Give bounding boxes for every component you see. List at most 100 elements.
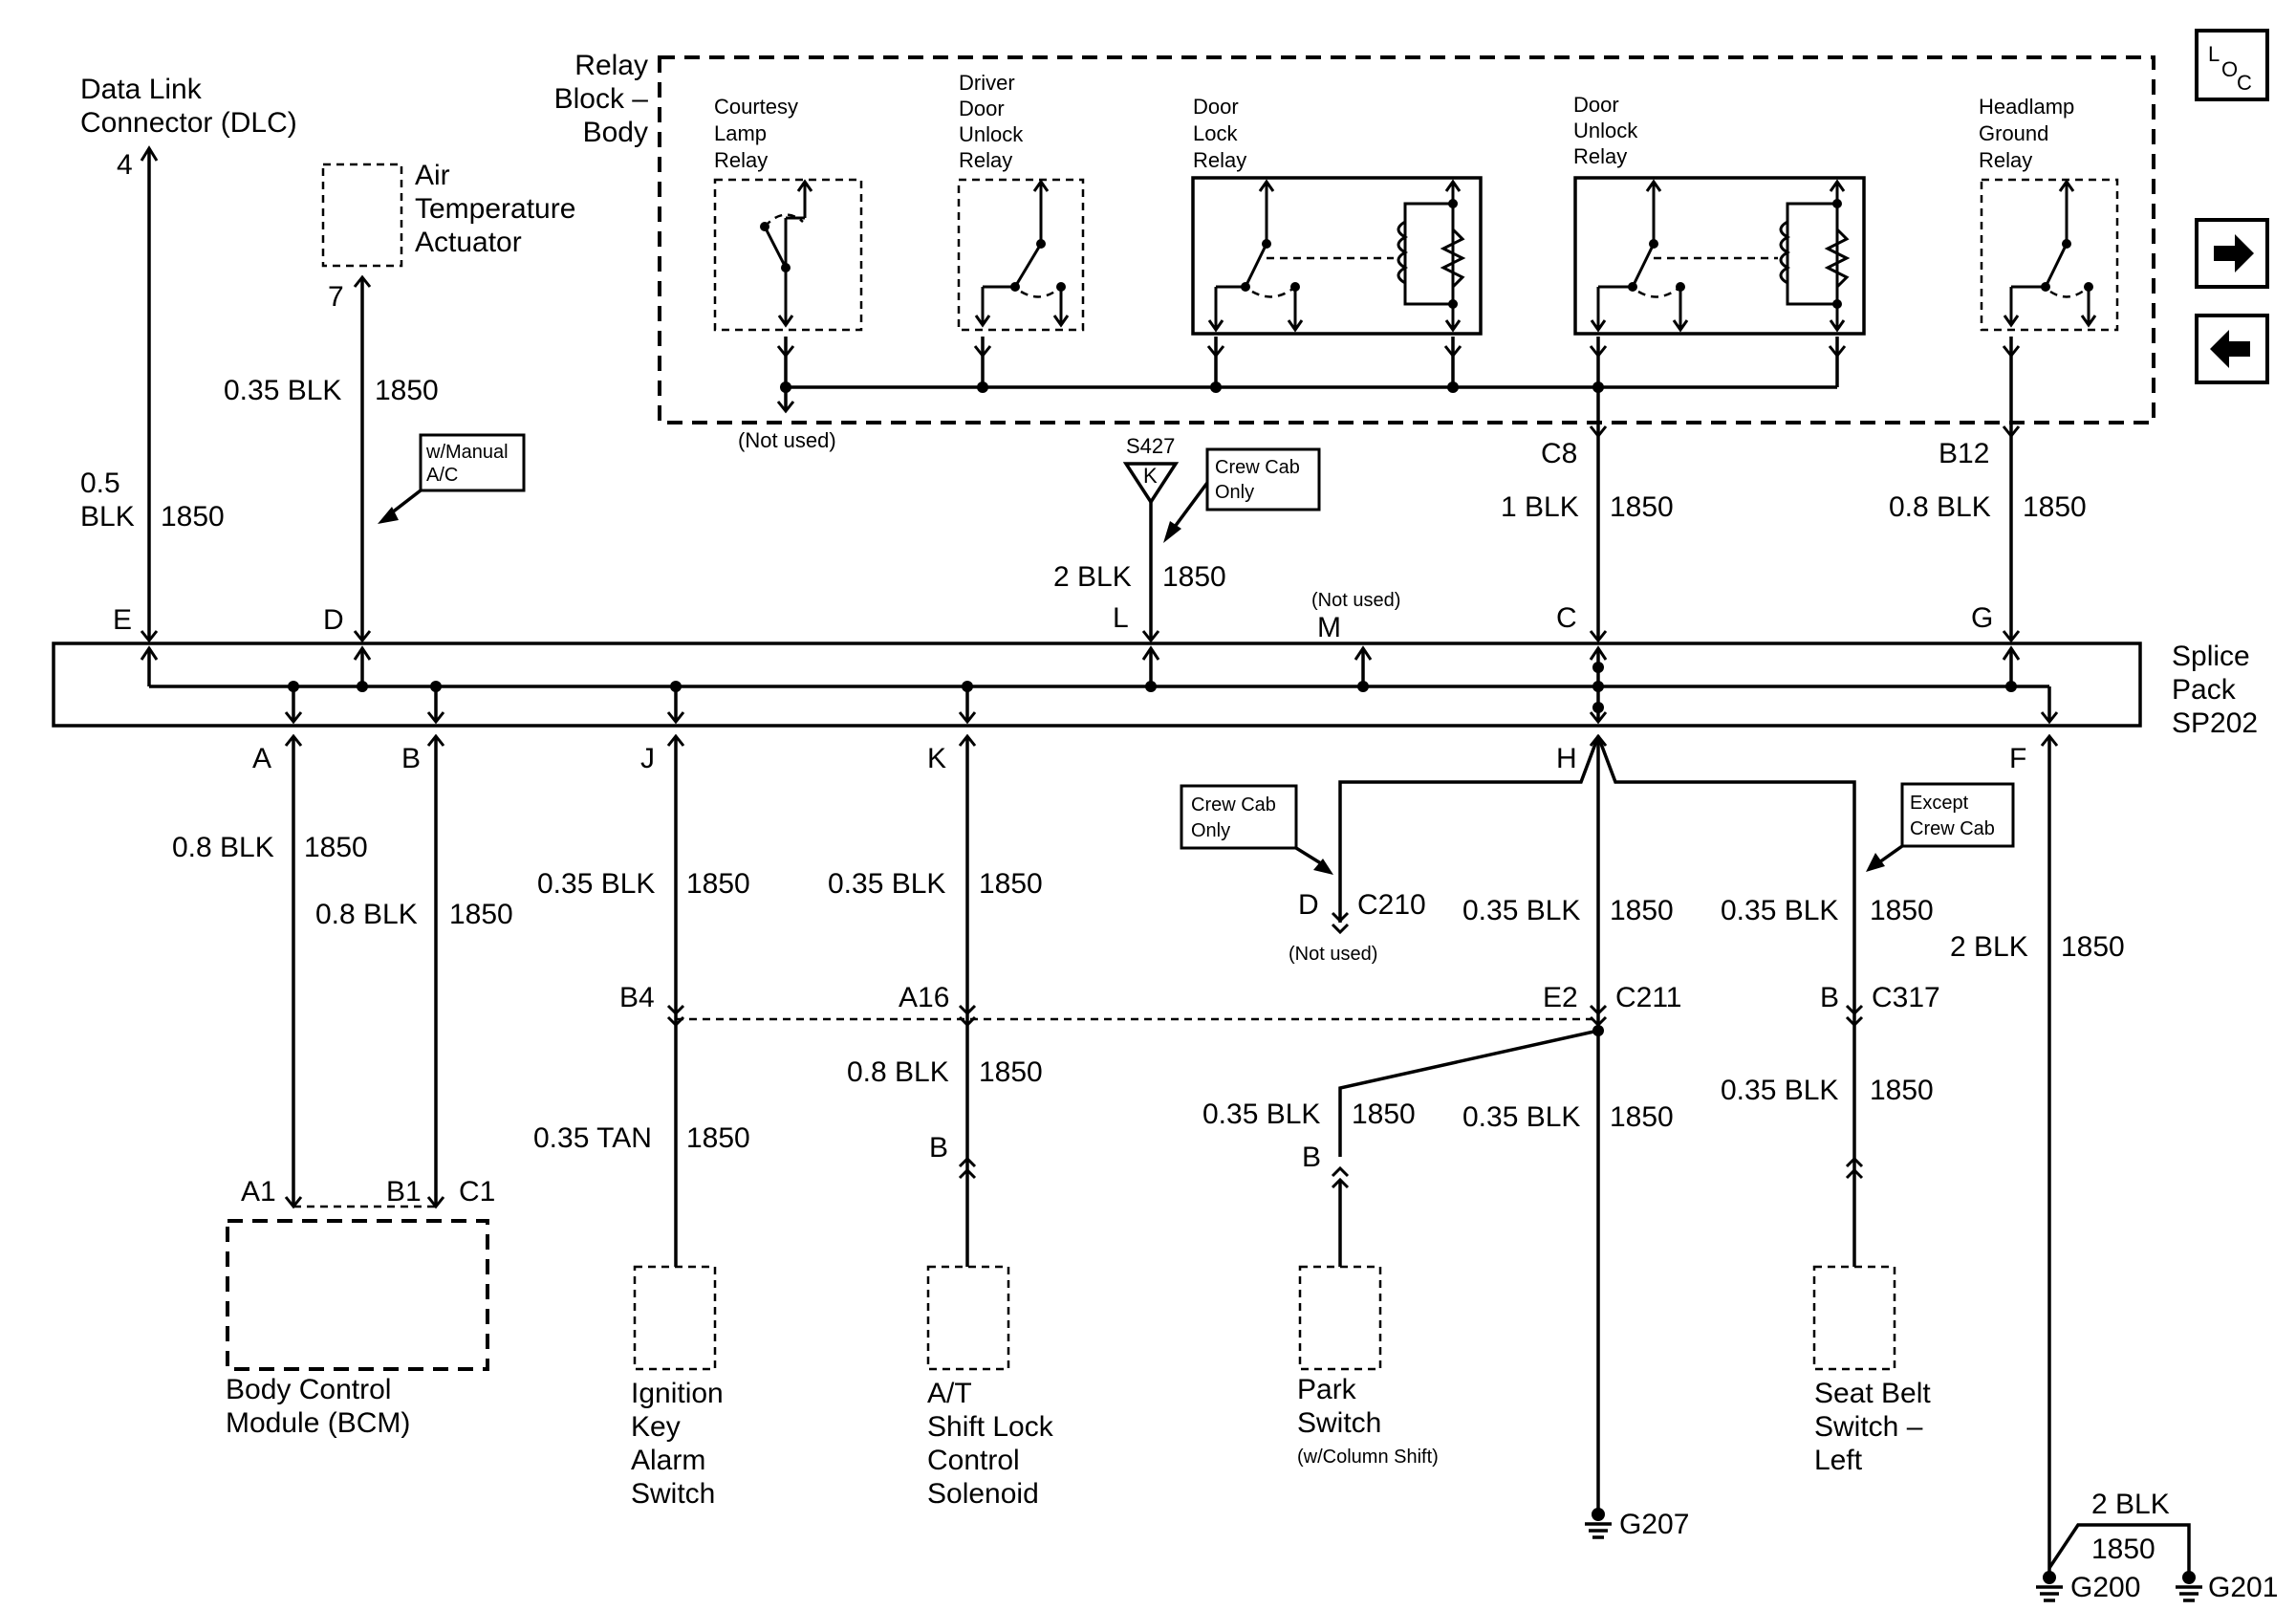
shift-lock-solenoid-box xyxy=(926,1265,1010,1371)
sp-pin-j: J xyxy=(640,743,655,774)
seat-belt-pin-b: B xyxy=(1820,982,1839,1013)
s427-label: S427 xyxy=(1126,434,1175,458)
c8-wire: 1 BLK xyxy=(1501,491,1579,523)
door-unlock-relay: Door Unlock Relay xyxy=(1573,93,1866,336)
f-branch: 2 BLK 1850 2 BLK 1850 G200 G201 xyxy=(1950,733,2278,1603)
loc-letter-c: C xyxy=(2237,71,2252,95)
b12-connector: B12 xyxy=(1939,438,1989,469)
splice-bottom-pins: A B J K H F xyxy=(252,743,2026,774)
seat-belt-branch: Except Crew Cab 0.35 BLK 1850 B C317 0.3… xyxy=(1721,782,2015,1476)
sp-pin-f: F xyxy=(2009,743,2026,774)
air-temp-pin: 7 xyxy=(328,281,344,313)
loc-letter-l: L xyxy=(2208,42,2220,66)
f-circuit: 1850 xyxy=(2061,931,2125,963)
relay-label-line: Headlamp xyxy=(1979,95,2074,119)
c210-connector: C210 xyxy=(1357,889,1426,921)
headlamp-ground-relay: Headlamp Ground Relay xyxy=(1979,95,2119,332)
ignition-circuit-2: 1850 xyxy=(686,1122,750,1154)
ground-circuit: 1850 xyxy=(2091,1534,2155,1565)
shift-lock-pin-a16: A16 xyxy=(899,982,949,1013)
c8-circuit: 1850 xyxy=(1610,491,1674,523)
previous-arrow-button[interactable] xyxy=(2195,314,2269,384)
c210-crew-cab-note-box xyxy=(1180,784,1298,850)
splice-pack-sp202: Splice Pack SP202 xyxy=(52,641,2258,739)
shift-lock-label-1: A/T xyxy=(927,1378,972,1409)
park-label-2: Switch xyxy=(1297,1407,1381,1439)
relay-label-line: Unlock xyxy=(1573,119,1638,142)
seat-belt-circuit-2: 1850 xyxy=(1870,1075,1934,1106)
h-circuit-1: 1850 xyxy=(1610,895,1674,926)
shift-lock-label-4: Solenoid xyxy=(927,1478,1039,1510)
ground-g201: G201 xyxy=(2208,1572,2278,1603)
sp-pin-e: E xyxy=(113,604,132,636)
bcm-box xyxy=(226,1219,489,1371)
sp-pin-b: B xyxy=(401,743,421,774)
ignition-switch-box xyxy=(633,1265,717,1371)
ignition-label-4: Switch xyxy=(631,1478,715,1510)
dlc-pin: 4 xyxy=(117,149,133,181)
shift-lock-wire-1: 0.35 BLK xyxy=(828,868,945,900)
sp-pin-c: C xyxy=(1556,602,1577,634)
relay-label-line: Relay xyxy=(714,148,768,172)
bcm-circuit-a: 1850 xyxy=(304,832,368,863)
air-temp-label-2: Temperature xyxy=(415,193,575,225)
m-not-used-label: (Not used) xyxy=(1311,590,1400,611)
relay-ground-bus: (Not used) xyxy=(738,337,2021,452)
s427-feed: S427 K Crew Cab Only 2 BLK 1850 L xyxy=(1053,434,1321,643)
f-wire: 2 BLK xyxy=(1950,931,2028,963)
shift-lock-pin-b: B xyxy=(929,1132,948,1164)
seat-belt-wire-1: 0.35 BLK xyxy=(1721,895,1838,926)
c210-note-2: Only xyxy=(1191,820,1230,841)
ignition-label-1: Ignition xyxy=(631,1378,724,1409)
ignition-alarm-branch: 0.35 BLK 1850 B4 0.35 TAN 1850 Ignition … xyxy=(533,733,750,1510)
splice-label-2: Pack xyxy=(2172,674,2237,706)
driver-door-unlock-relay: Driver Door Unlock Relay xyxy=(957,71,1085,332)
air-temp-circuit: 1850 xyxy=(375,375,439,406)
c210-pin-d: D xyxy=(1298,889,1319,921)
relay-block-label-2: Block – xyxy=(554,83,649,115)
park-switch-box xyxy=(1298,1265,1382,1371)
relay-label-line: Relay xyxy=(959,148,1012,172)
loc-icon[interactable]: L O C xyxy=(2195,29,2269,101)
ignition-wire-2: 0.35 TAN xyxy=(533,1122,652,1154)
park-wire: 0.35 BLK xyxy=(1202,1099,1320,1130)
relay-label-line: Door xyxy=(959,97,1005,120)
shift-lock-circuit-2: 1850 xyxy=(979,1056,1043,1088)
g207-circuit: 1850 xyxy=(1610,1101,1674,1133)
ignition-label-3: Alarm xyxy=(631,1445,705,1476)
relay-label-line: Courtesy xyxy=(714,95,798,119)
relay-label-line: Unlock xyxy=(959,122,1024,146)
h-branch: Crew Cab Only D C210 (Not used) 0.35 BLK… xyxy=(1180,733,1856,1540)
relay-block-label-1: Relay xyxy=(574,50,648,81)
manual-ac-note-box xyxy=(419,433,526,492)
ground-wire: 2 BLK xyxy=(2091,1489,2170,1520)
s427-crew-cab-note-box xyxy=(1205,447,1321,511)
ignition-circuit-1: 1850 xyxy=(686,868,750,900)
seat-belt-label-3: Left xyxy=(1814,1445,1863,1476)
b12-wire: 0.8 BLK xyxy=(1889,491,1991,523)
relay-label-line: Door xyxy=(1573,93,1619,117)
relay-block-label-3: Body xyxy=(583,117,648,148)
next-arrow-button[interactable] xyxy=(2195,218,2269,289)
c210-note-1: Crew Cab xyxy=(1191,794,1276,816)
air-temp-label-1: Air xyxy=(415,160,450,191)
bcm-branch: 0.8 BLK 1850 0.8 BLK 1850 A1 B1 C1 Body … xyxy=(172,733,513,1439)
relay-label-line: Relay xyxy=(1193,148,1246,172)
s427-circuit: 1850 xyxy=(1162,561,1226,593)
dlc-label-2: Connector (DLC) xyxy=(80,107,297,139)
s427-note-1: Crew Cab xyxy=(1215,457,1300,478)
relay-label-line: Door xyxy=(1193,95,1239,119)
air-temp-actuator-feed: Air Temperature Actuator 7 0.35 BLK 1850… xyxy=(224,160,575,643)
seat-belt-wire-2: 0.35 BLK xyxy=(1721,1075,1838,1106)
c8-feed: C8 1 BLK 1850 C xyxy=(1501,421,1674,643)
bcm-label-1: Body Control xyxy=(226,1374,391,1405)
seat-belt-label-1: Seat Belt xyxy=(1814,1378,1931,1409)
arrow-left-icon xyxy=(2210,330,2250,368)
bcm-connector: C1 xyxy=(459,1176,495,1208)
b12-circuit: 1850 xyxy=(2023,491,2087,523)
relay-label-line: Ground xyxy=(1979,121,2048,145)
seat-belt-circuit-1: 1850 xyxy=(1870,895,1934,926)
sp-pin-k: K xyxy=(927,743,946,774)
air-temp-label-3: Actuator xyxy=(415,227,522,258)
